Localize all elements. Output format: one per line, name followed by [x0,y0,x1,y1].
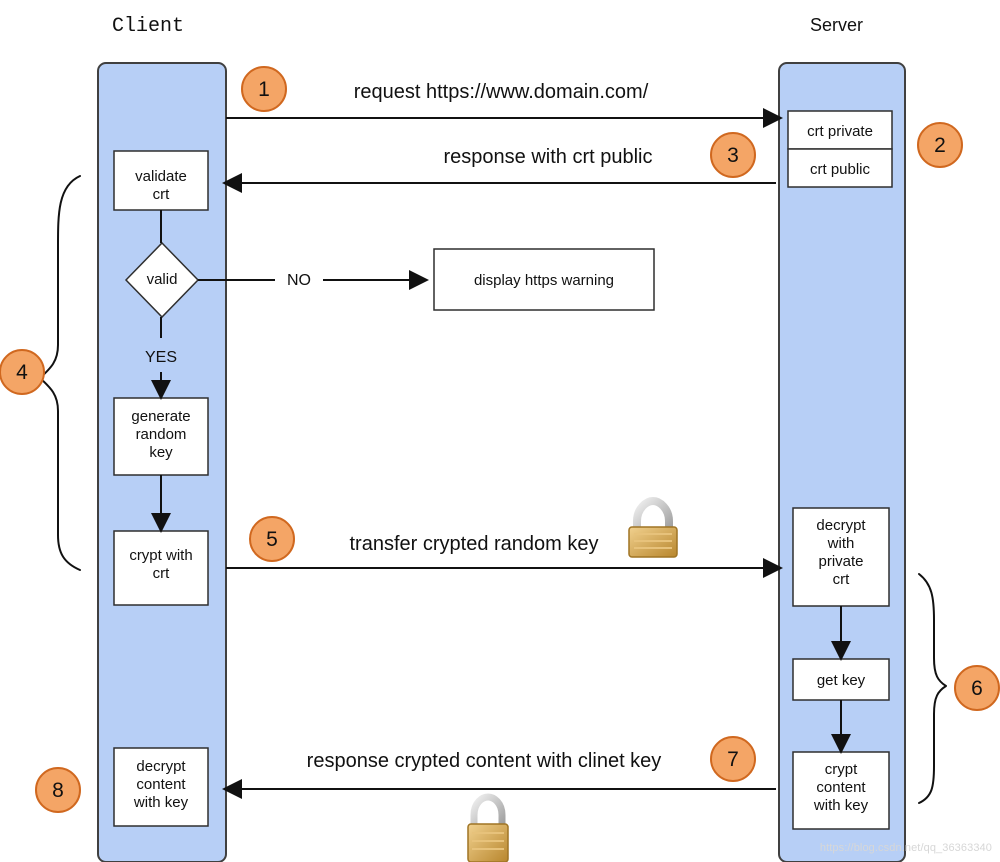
lock-icon-bottom [467,793,509,862]
decrypt-content-rect [113,747,209,827]
crt-private-box [787,110,893,150]
lock-bottom-shackle [470,793,506,831]
https-warning-box: display https warning [433,248,655,311]
step-6-circle [954,665,1000,711]
step-7-badge: 7 [710,736,756,782]
display-warning-label: display https warning [474,272,614,289]
watermark-text: https://blog.csdn.net/qq_36363340 [819,842,992,854]
step-2-circle [917,122,963,168]
step-4-badge: 4 [0,349,45,395]
valid-decision: valid [124,241,200,319]
step-6-label: 6 [971,677,983,700]
generate-key-rect [113,397,209,476]
crypt-content-rect [792,751,890,830]
step4-brace [39,175,81,571]
decision-yes-label: YES [145,349,177,366]
step-3-circle [710,132,756,178]
step-8-circle [35,767,81,813]
step-4-label: 4 [16,361,28,384]
server-crt-stack: crt private crt public [787,110,893,188]
crt-public-box [787,148,893,188]
step-1-circle [241,66,287,112]
request-message: request https://www.domain.com/ [354,81,649,103]
lock-bottom-body [467,823,509,862]
step-5-badge: 5 [249,516,295,562]
step-7-label: 7 [727,748,739,771]
step-3-badge: 3 [710,132,756,178]
transfer-key-message: transfer crypted random key [350,533,599,555]
get-key-rect [792,658,890,701]
step-4-circle [0,349,45,395]
decrypt-private-rect [792,507,890,607]
client-lane-title: Client [112,15,184,38]
step-7-circle [710,736,756,782]
step-2-badge: 2 [917,122,963,168]
step-2-label: 2 [934,134,946,157]
step-5-circle [249,516,295,562]
step-8-badge: 8 [35,767,81,813]
validate-box [113,150,209,211]
valid-diamond-label: valid [147,271,178,288]
server-lane-title: Server [810,15,863,35]
response-crt-message: response with crt public [444,146,653,168]
crypt-with-crt-rect [113,530,209,606]
step-5-label: 5 [266,528,278,551]
step-6-badge: 6 [954,665,1000,711]
response-content-message: response crypted content with clinet key [307,750,662,772]
lock-icon-main [628,496,678,558]
step-8-label: 8 [52,779,64,802]
step-1-label: 1 [258,78,270,101]
lock-shackle [633,496,673,535]
display-warning-box [433,248,655,311]
decision-no-label: NO [287,272,311,289]
get-key-label: get key [817,672,866,689]
step-1-badge: 1 [241,66,287,112]
step6-brace [918,573,947,804]
step-3-label: 3 [727,144,739,167]
crt-public-label: crt public [810,161,871,178]
crt-private-label: crt private [807,123,873,140]
get-key-box: get key [792,658,890,701]
